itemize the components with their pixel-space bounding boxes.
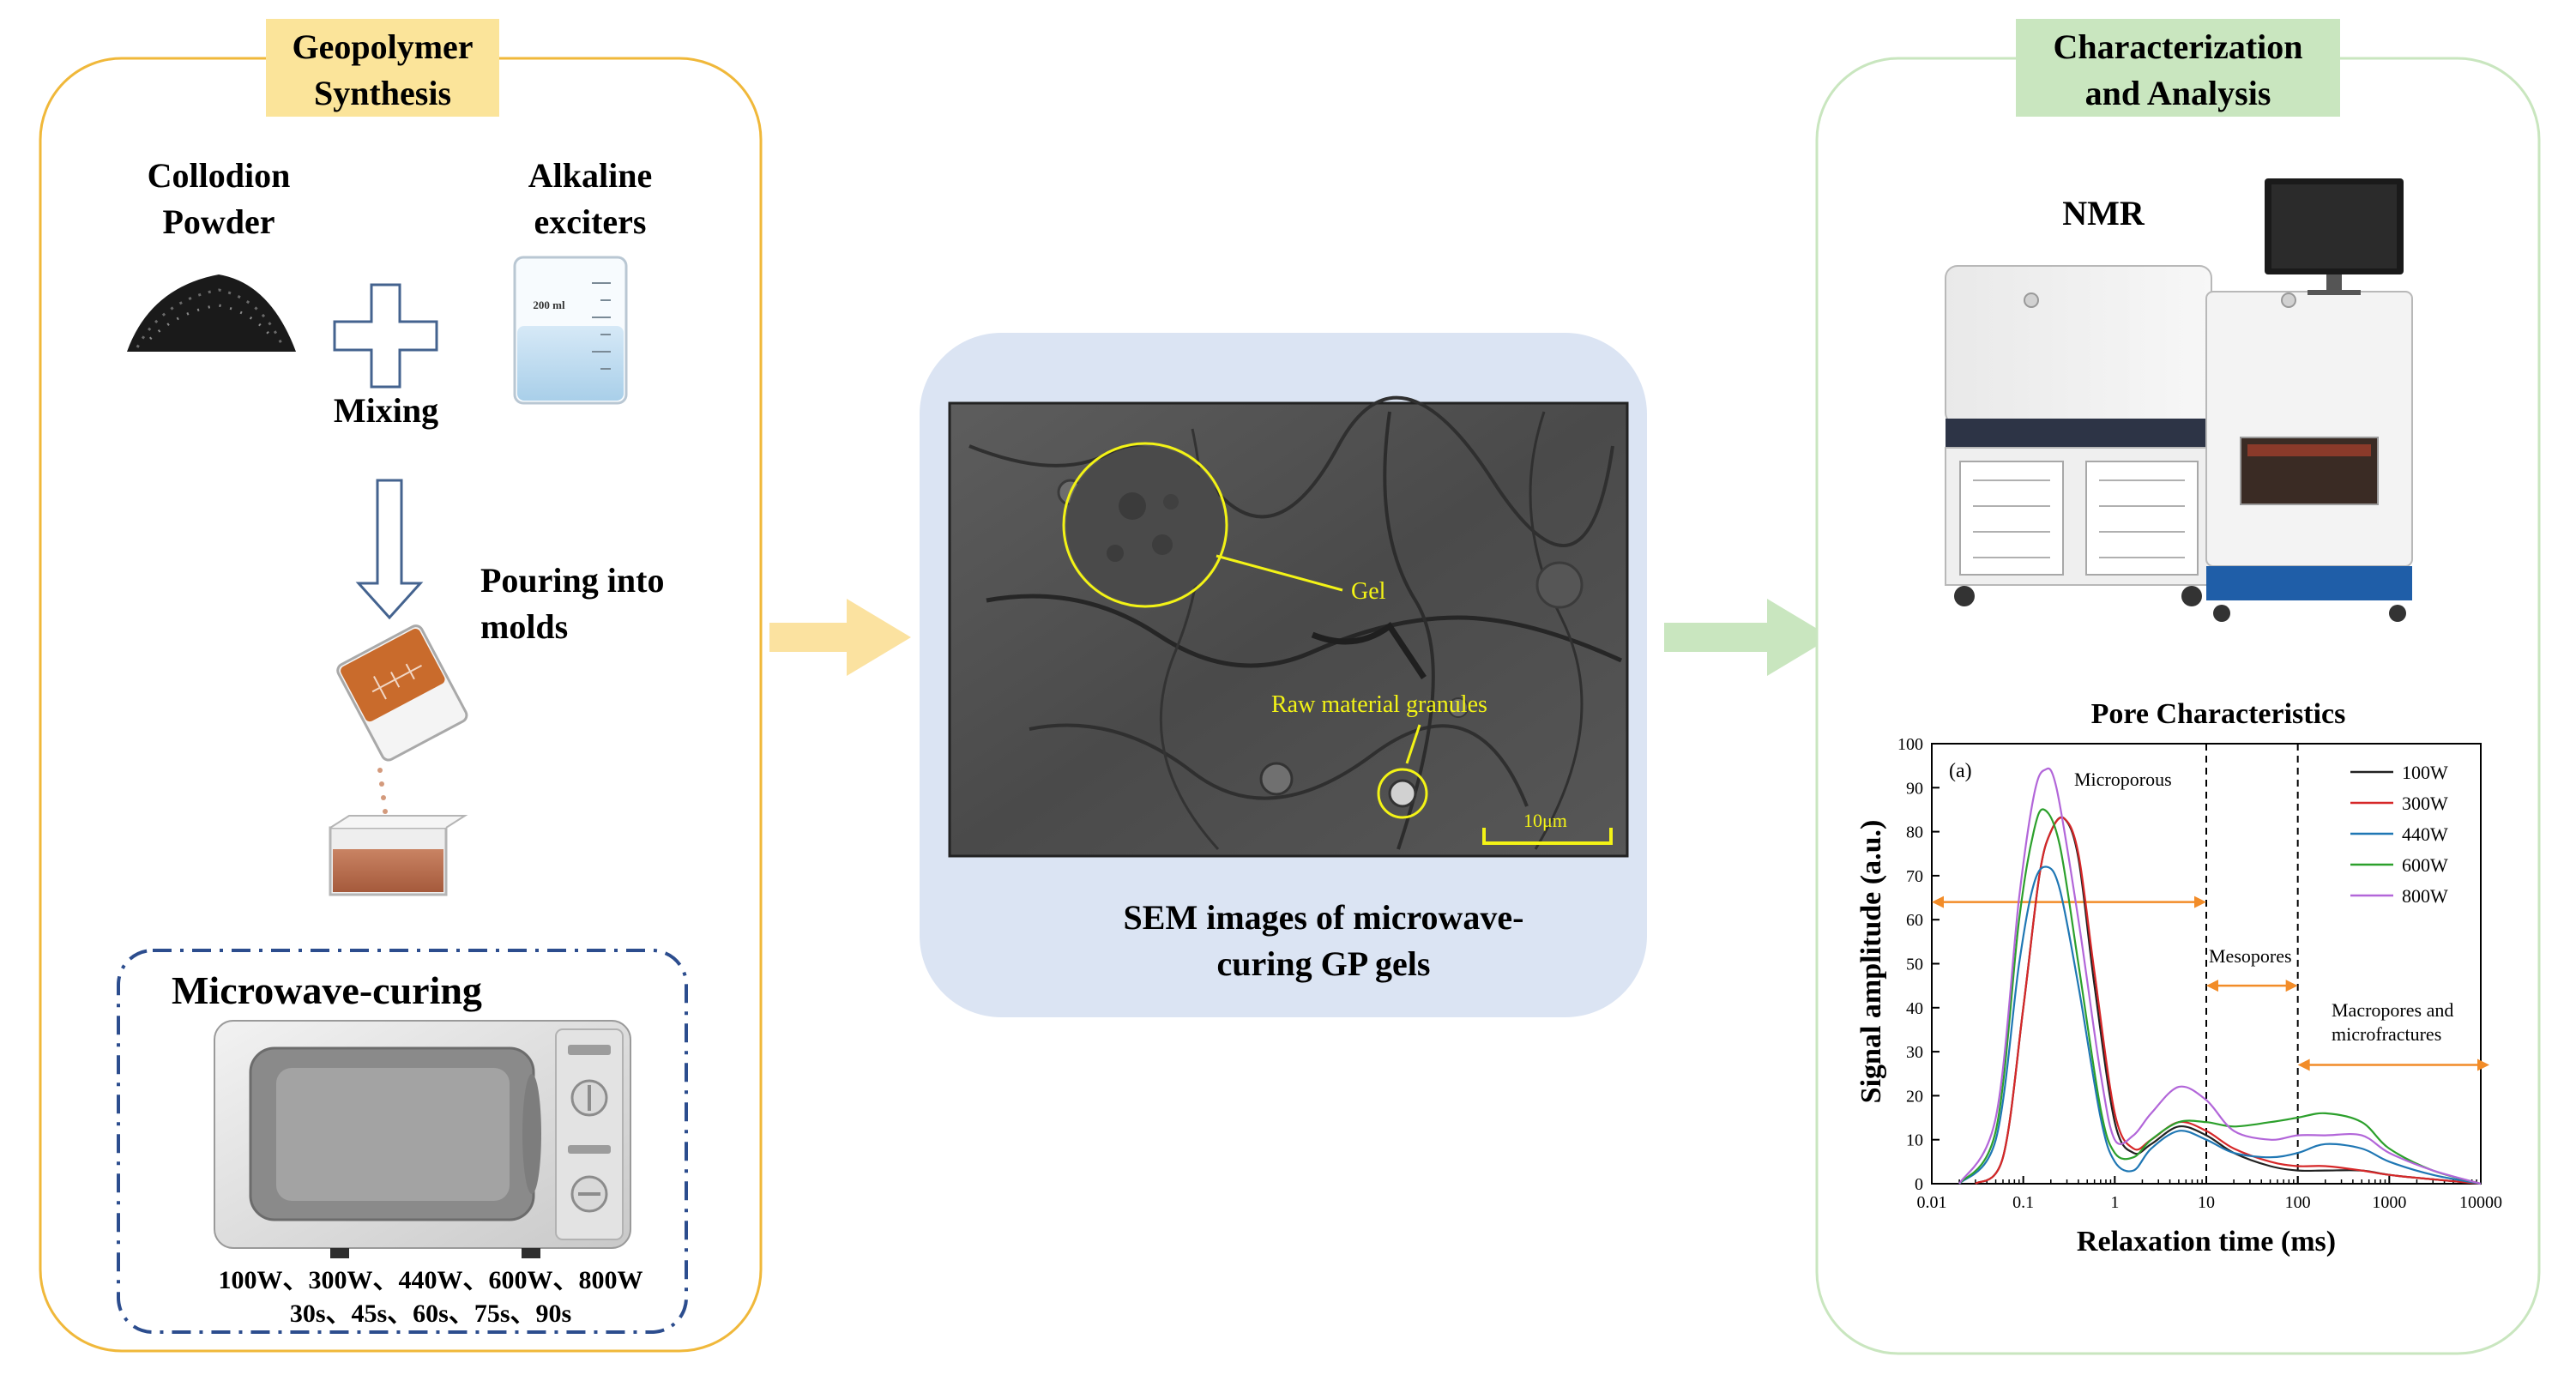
- annotation-macropores-line1: Macropores and: [2332, 999, 2453, 1021]
- synthesis-title-line2: Synthesis: [314, 74, 451, 112]
- x-tick-label: 1: [2110, 1193, 2119, 1212]
- plus-icon: [333, 283, 438, 389]
- series-line-300W: [1975, 817, 2482, 1185]
- gel-pointer: [1216, 554, 1343, 592]
- sem-caption-line1: SEM images of microwave-: [1124, 898, 1524, 937]
- pouring-label-line1: Pouring into: [480, 561, 664, 600]
- annotation-mesopores: Mesopores: [2209, 945, 2292, 967]
- scale-bar: [1482, 828, 1613, 845]
- chart-panel-label: (a): [1949, 760, 1972, 782]
- gel-highlight: [1062, 442, 1228, 608]
- annotation-macropores-line2: microfractures: [2332, 1023, 2441, 1045]
- y-tick-label: 80: [1906, 823, 1923, 842]
- analysis-title-line2: and Analysis: [2085, 74, 2271, 112]
- x-tick-label: 10000: [2459, 1193, 2502, 1212]
- series-line-800W: [1958, 767, 2482, 1185]
- legend-label-800W: 800W: [2402, 885, 2448, 907]
- microwave-curing-title: Microwave-curing: [172, 968, 482, 1012]
- macropore-range-arrow-head-left: [2297, 1058, 2310, 1071]
- y-tick-label: 10: [1906, 1131, 1923, 1150]
- arrow-to-sem: [769, 599, 911, 676]
- powder-label-line2: Powder: [162, 202, 274, 241]
- pore-characteristics-chart: 0.01 0.1 1 10 100 1000 10000 0 10 20 30 40 50 60 70 80 9…: [1897, 735, 2502, 1212]
- scale-label: 10μm: [1523, 810, 1567, 831]
- powder-label-line1: Collodion: [148, 156, 291, 195]
- x-tick-label: 0.01: [1917, 1193, 1947, 1212]
- micropore-range-arrow-head-right: [2194, 896, 2206, 908]
- analysis-title-bg: [2016, 19, 2340, 117]
- y-tick-label: 90: [1906, 779, 1923, 798]
- beaker-volume-label: 200 ml: [533, 298, 565, 311]
- synthesis-title-line1: Geopolymer: [292, 27, 473, 66]
- granule-dot: [1388, 779, 1417, 808]
- micropore-range-arrow-head-left: [1932, 896, 1944, 908]
- nmr-label: NMR: [2062, 194, 2145, 232]
- chart-title: Pore Characteristics: [2091, 698, 2346, 730]
- y-tick-label: 40: [1906, 999, 1923, 1018]
- mixing-label: Mixing: [334, 391, 438, 430]
- mesopore-range-arrow-head-right: [2285, 980, 2298, 992]
- synthesis-title-bg: [266, 19, 499, 117]
- x-tick-label: 1000: [2372, 1193, 2406, 1212]
- analysis-title-line1: Characterization: [2053, 27, 2302, 66]
- y-tick-label: 20: [1906, 1087, 1923, 1106]
- y-tick-label: 50: [1906, 956, 1923, 974]
- legend-label-300W: 300W: [2402, 793, 2448, 814]
- mold-icon: [329, 815, 468, 896]
- nmr-instrument-icon: [1945, 178, 2413, 622]
- pouring-label-line2: molds: [480, 607, 568, 646]
- microwave-curing-box: [117, 949, 688, 1334]
- alkaline-label-line1: Alkaline: [528, 156, 652, 195]
- series-line-600W: [1958, 808, 2482, 1185]
- beaker-icon: [513, 256, 628, 405]
- y-tick-label: 60: [1906, 911, 1923, 930]
- alkaline-label-line2: exciters: [534, 202, 646, 241]
- gel-label: Gel: [1351, 578, 1386, 605]
- mesopore-range-arrow-head-left: [2206, 980, 2218, 992]
- legend-label-100W: 100W: [2402, 762, 2448, 783]
- sem-image: [948, 395, 1629, 858]
- y-tick-label: 0: [1915, 1175, 1923, 1194]
- curing-powers: 100W、300W、440W、600W、800W: [219, 1266, 643, 1294]
- x-tick-label: 10: [2198, 1193, 2215, 1212]
- macropore-range-arrow-head-right: [2477, 1058, 2489, 1071]
- pouring-beaker-icon: [336, 624, 468, 762]
- arrow-to-analysis: [1664, 599, 1831, 676]
- powder-pile-icon: [127, 274, 296, 352]
- sem-caption-line2: curing GP gels: [1217, 944, 1431, 983]
- granules-label: Raw material granules: [1271, 691, 1487, 718]
- granule-highlight: [1377, 768, 1428, 819]
- annotation-microporous: Microporous: [2074, 769, 2172, 790]
- microwave-icon: [214, 1020, 631, 1258]
- y-tick-label: 30: [1906, 1043, 1923, 1062]
- chart-ylabel: Signal amplitude (a.u.): [1855, 820, 1887, 1104]
- chart-xlabel: Relaxation time (ms): [2077, 1226, 2336, 1257]
- y-tick-label: 100: [1897, 735, 1923, 754]
- x-tick-label: 100: [2285, 1193, 2311, 1212]
- legend-label-440W: 440W: [2402, 823, 2448, 845]
- series-line-440W: [1958, 865, 2482, 1185]
- legend-label-600W: 600W: [2402, 854, 2448, 876]
- down-arrow-icon: [355, 479, 424, 620]
- granules-pointer: [1405, 724, 1421, 764]
- x-tick-label: 0.1: [2012, 1193, 2034, 1212]
- y-tick-label: 70: [1906, 867, 1923, 886]
- curing-times: 30s、45s、60s、75s、90s: [290, 1300, 571, 1328]
